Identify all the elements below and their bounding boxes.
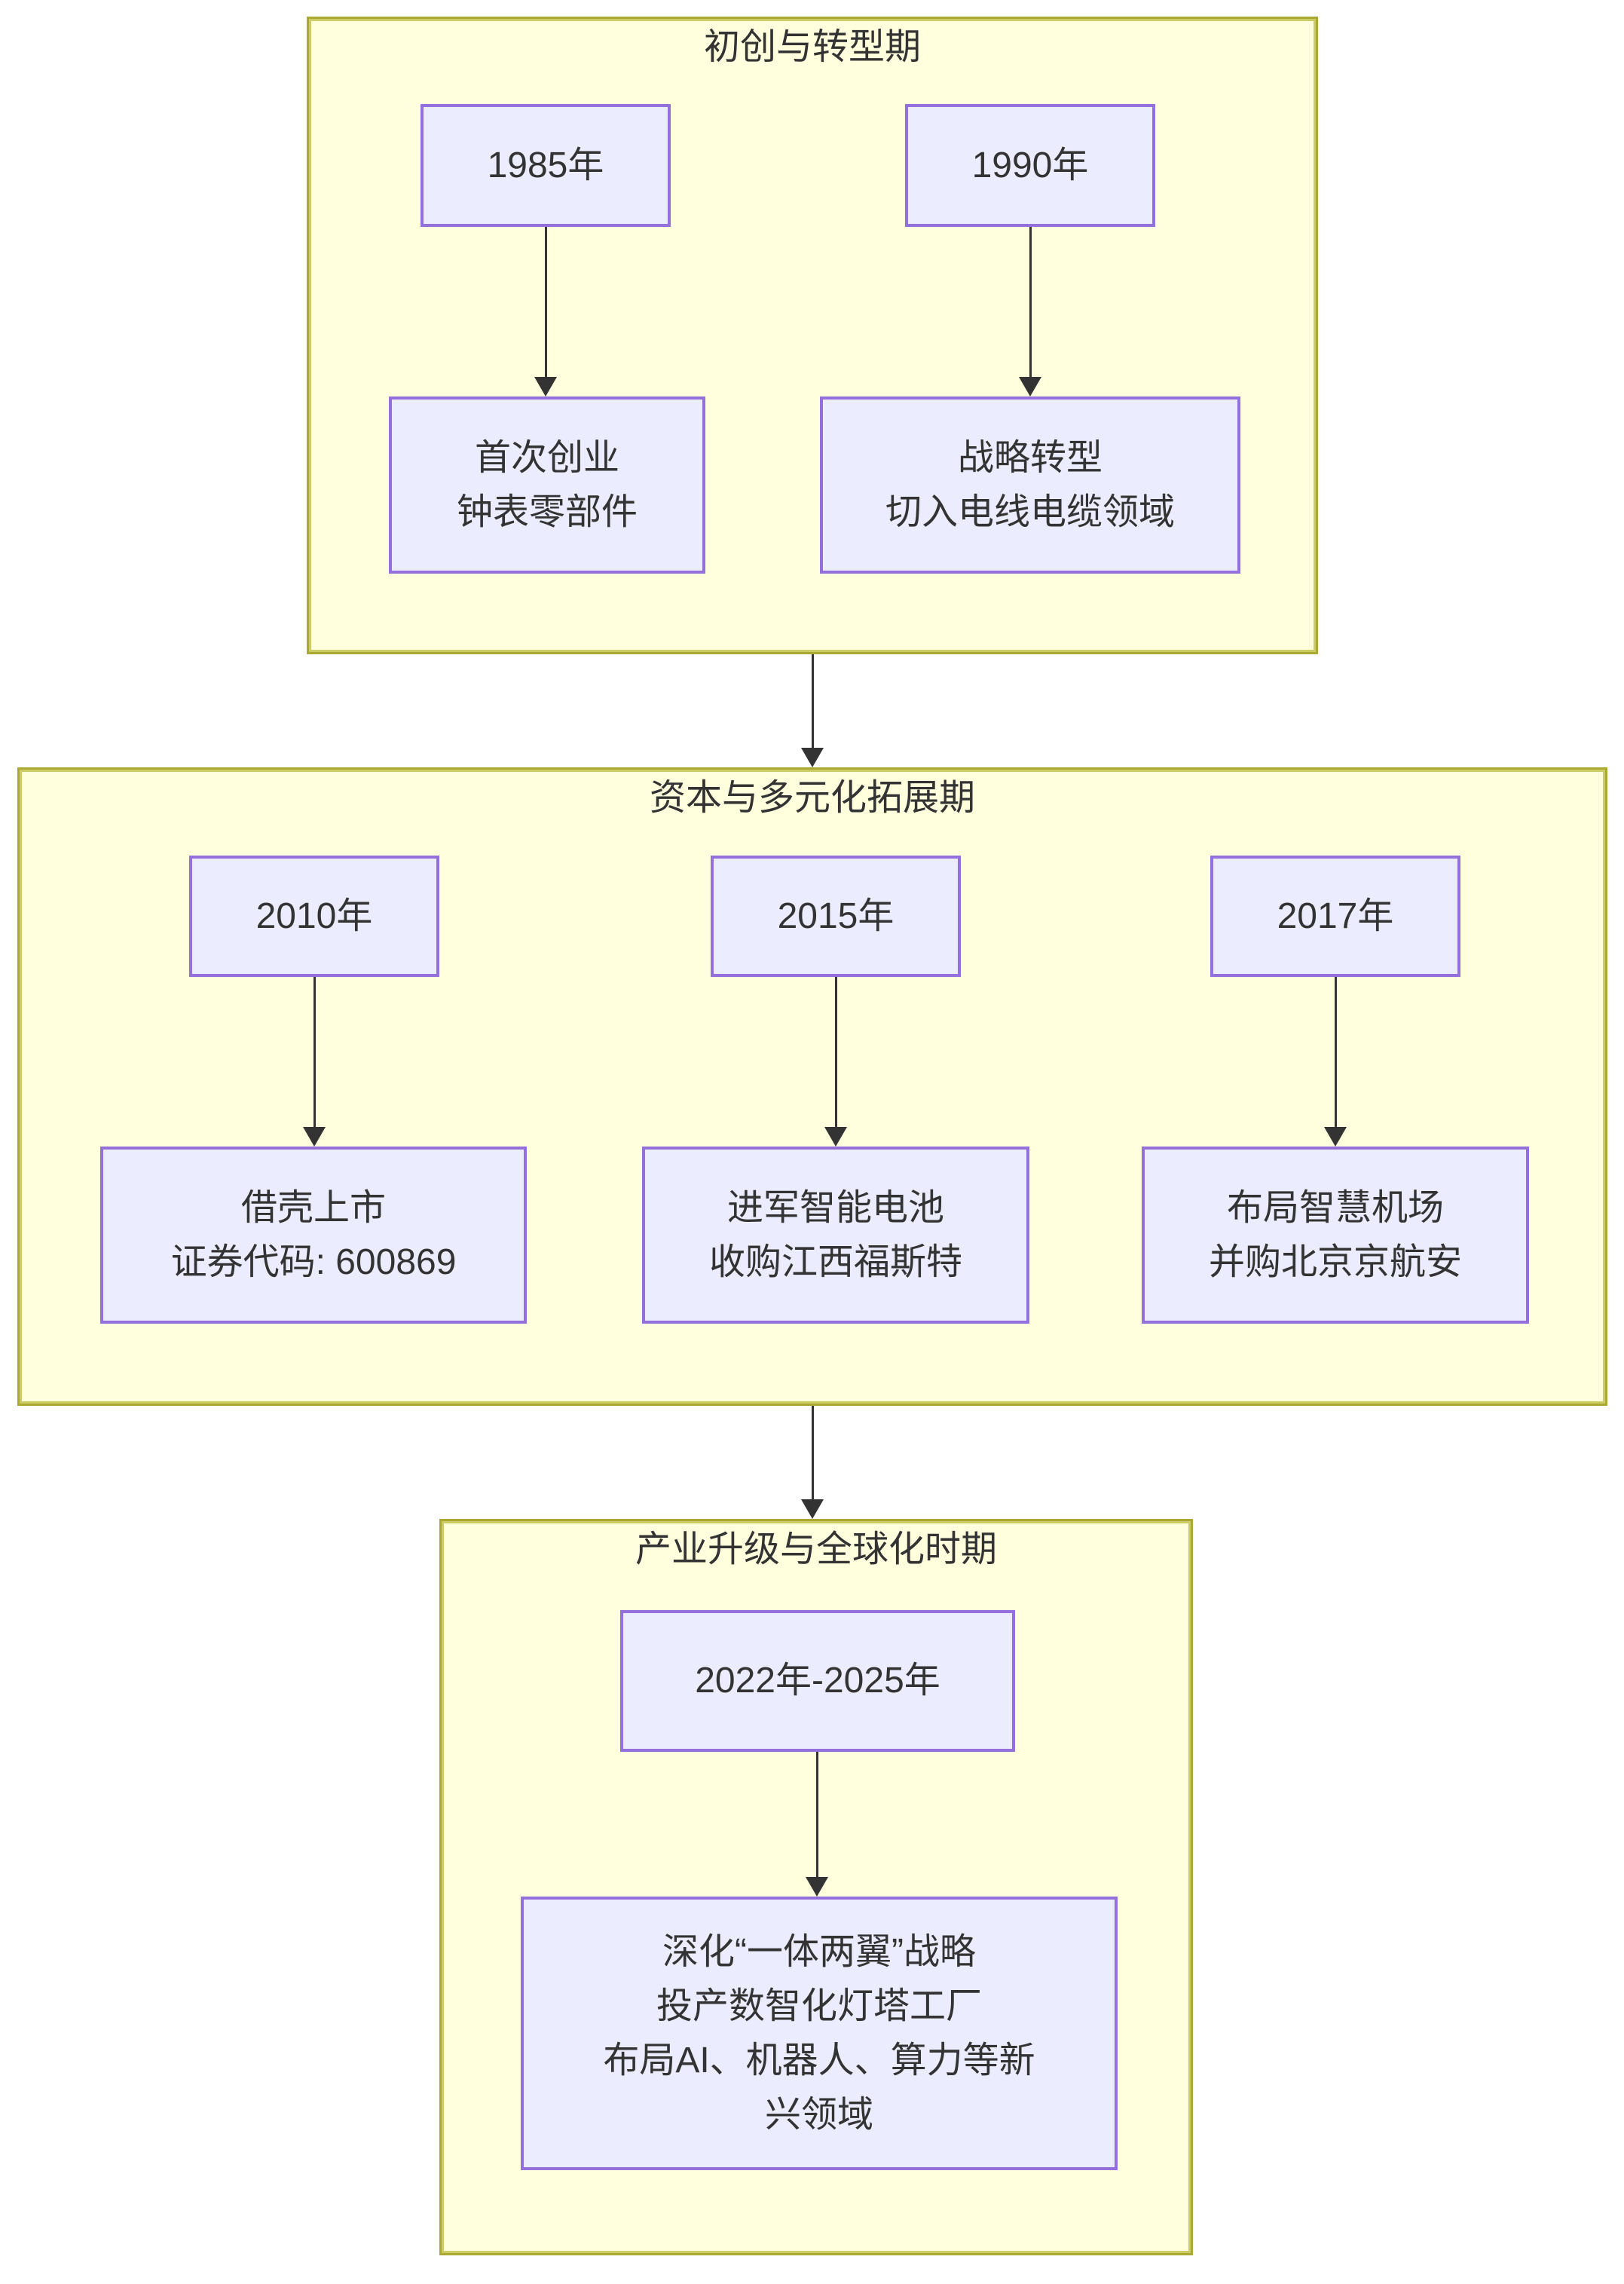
event-line: 进军智能电池 bbox=[726, 1187, 944, 1228]
event-line: 战略转型 bbox=[957, 437, 1103, 478]
year-label: 2015年 bbox=[777, 896, 895, 936]
event-line: 并购北京京航安 bbox=[1208, 1242, 1462, 1282]
event-line: 深化“一体两翼”战略 bbox=[662, 1931, 976, 1972]
arrow-line bbox=[313, 977, 316, 1127]
year-label: 2017年 bbox=[1277, 896, 1394, 936]
event-line: 钟表零部件 bbox=[456, 491, 638, 532]
arrowhead-icon bbox=[1019, 377, 1041, 396]
arrowhead-icon bbox=[801, 1499, 824, 1519]
event-node-strategic-transition: 战略转型 切入电线电缆领域 bbox=[820, 396, 1240, 574]
arrow-line bbox=[812, 654, 814, 748]
event-node-smart-battery: 进军智能电池 收购江西福斯特 bbox=[642, 1147, 1029, 1324]
year-label: 1985年 bbox=[487, 145, 604, 185]
arrow-line bbox=[1029, 227, 1032, 377]
year-node-1990: 1990年 bbox=[905, 104, 1155, 227]
arrowhead-icon bbox=[806, 1877, 828, 1897]
arrowhead-icon bbox=[801, 748, 824, 767]
arrow-line bbox=[545, 227, 547, 377]
event-line: 投产数智化灯塔工厂 bbox=[656, 1985, 982, 2026]
event-line: 布局AI、机器人、算力等新 bbox=[603, 2040, 1035, 2080]
event-line: 布局智慧机场 bbox=[1226, 1187, 1444, 1228]
arrow-line bbox=[835, 977, 837, 1127]
stage1-cluster: 初创与转型期 1985年 1990年 首次创业 钟表零部件 战略转型 切入电线电… bbox=[307, 17, 1318, 654]
arrow-line bbox=[812, 1406, 814, 1499]
stage3-title: 产业升级与全球化时期 bbox=[635, 1529, 997, 1569]
stage1-title: 初创与转型期 bbox=[703, 27, 921, 67]
year-node-2010: 2010年 bbox=[189, 856, 439, 977]
year-node-2017: 2017年 bbox=[1210, 856, 1460, 977]
arrowhead-icon bbox=[534, 377, 557, 396]
event-node-strategy-upgrade: 深化“一体两翼”战略 投产数智化灯塔工厂 布局AI、机器人、算力等新 兴领域 bbox=[521, 1897, 1118, 2170]
event-line: 借壳上市 bbox=[240, 1187, 386, 1228]
arrow-line bbox=[1335, 977, 1337, 1127]
arrow-line bbox=[816, 1752, 818, 1877]
year-label: 1990年 bbox=[971, 145, 1089, 185]
event-node-backdoor-listing: 借壳上市 证券代码: 600869 bbox=[100, 1147, 527, 1324]
event-line: 收购江西福斯特 bbox=[708, 1242, 962, 1282]
arrowhead-icon bbox=[1324, 1127, 1347, 1147]
event-line: 切入电线电缆领域 bbox=[885, 491, 1175, 532]
stage2-title: 资本与多元化拓展期 bbox=[649, 778, 975, 818]
year-node-2022-2025: 2022年-2025年 bbox=[620, 1610, 1015, 1752]
event-node-smart-airport: 布局智慧机场 并购北京京航安 bbox=[1142, 1147, 1529, 1324]
event-line: 兴领域 bbox=[764, 2094, 873, 2135]
stage3-cluster: 产业升级与全球化时期 2022年-2025年 深化“一体两翼”战略 投产数智化灯… bbox=[439, 1519, 1193, 2255]
year-label: 2010年 bbox=[255, 896, 373, 936]
year-node-2015: 2015年 bbox=[711, 856, 961, 977]
event-node-first-venture: 首次创业 钟表零部件 bbox=[389, 396, 705, 574]
event-line: 证券代码: 600869 bbox=[170, 1242, 457, 1282]
stage2-cluster: 资本与多元化拓展期 2010年 2015年 2017年 借壳上市 证券代码: 6… bbox=[17, 767, 1607, 1406]
arrowhead-icon bbox=[303, 1127, 326, 1147]
year-label: 2022年-2025年 bbox=[695, 1661, 940, 1701]
arrowhead-icon bbox=[824, 1127, 847, 1147]
event-line: 首次创业 bbox=[474, 437, 619, 478]
year-node-1985: 1985年 bbox=[421, 104, 671, 227]
